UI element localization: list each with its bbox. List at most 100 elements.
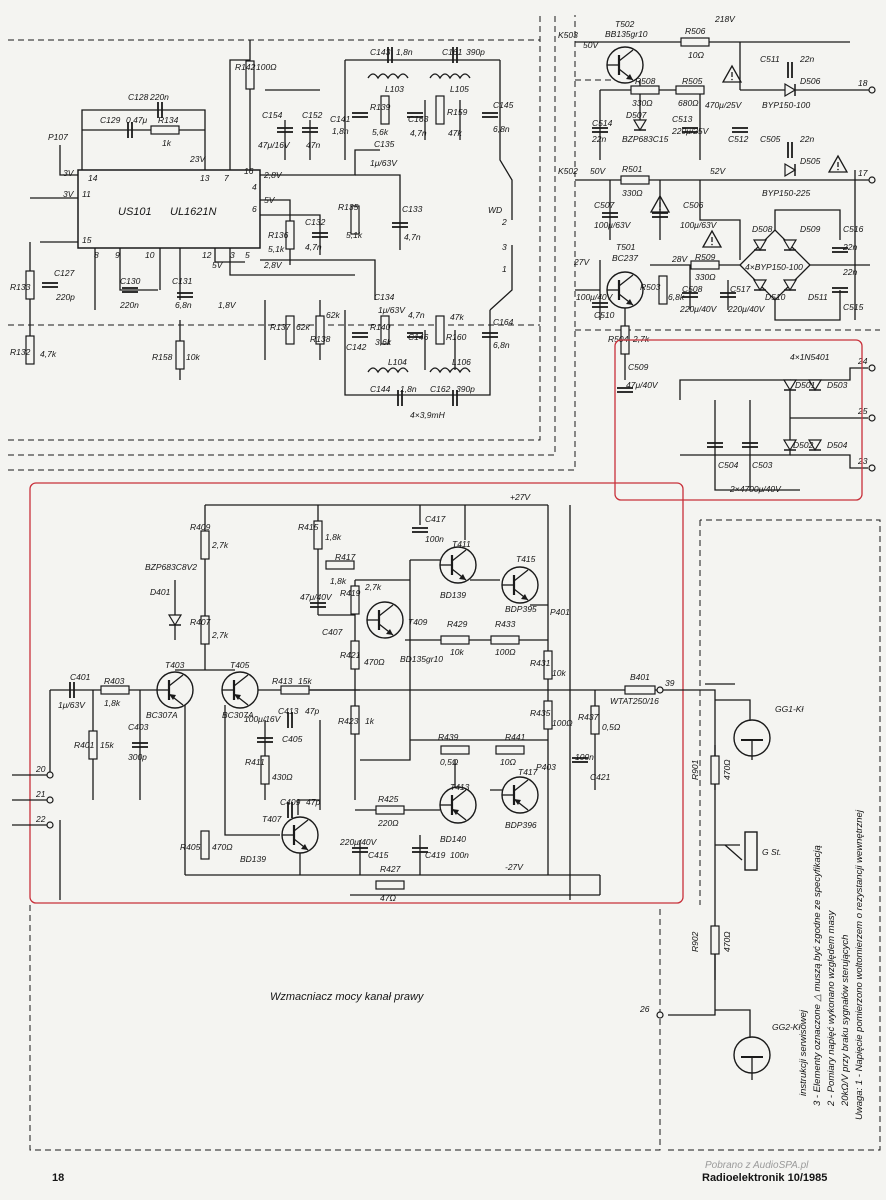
label: 1μ/63V xyxy=(58,700,86,710)
label: 4,7n xyxy=(305,242,322,252)
label: 220n xyxy=(119,300,139,310)
label: C509 xyxy=(628,362,649,372)
chip-ref: US101 xyxy=(118,206,152,218)
label: 0,47μ xyxy=(126,115,148,125)
pin-label: 9 xyxy=(115,250,120,260)
label: R135 xyxy=(338,202,359,212)
label: C142 xyxy=(346,342,367,352)
label: 1,8n xyxy=(396,47,413,57)
label: 470Ω xyxy=(722,759,732,780)
label: C128 xyxy=(128,92,149,102)
label: WTAT250/16 xyxy=(610,696,659,706)
label: 47p xyxy=(306,797,320,807)
label: R423 xyxy=(338,716,359,726)
label: R140 xyxy=(370,322,391,332)
label: C421 xyxy=(590,772,611,782)
pin-label: 11 xyxy=(82,189,91,199)
rail-label: -27V xyxy=(505,862,524,872)
label: R137 xyxy=(270,322,291,332)
label: 4,7n xyxy=(410,128,427,138)
label: D501 xyxy=(795,380,816,390)
label: T417 xyxy=(518,767,538,777)
label: 100n xyxy=(425,534,444,544)
terminal-label: 18 xyxy=(858,78,868,88)
label: C508 xyxy=(682,284,703,294)
label: BC237 xyxy=(612,253,638,263)
label: R902 xyxy=(690,931,700,952)
label: C129 xyxy=(100,115,121,125)
label: C505 xyxy=(760,134,781,144)
label: 4,7n xyxy=(404,232,421,242)
label: C511 xyxy=(760,54,780,64)
voltage-label: 50V xyxy=(583,40,599,50)
terminal-label: 39 xyxy=(665,678,675,688)
label: R405 xyxy=(180,842,201,852)
ic-us101: US101 UL1621N 14 11 13 7 16 4 6 15 8 9 1… xyxy=(77,166,261,260)
label: C131 xyxy=(172,276,193,286)
label: C162 xyxy=(430,384,451,394)
label: BYP150-100 xyxy=(762,100,810,110)
label: C514 xyxy=(592,118,613,128)
voltage-label: 2,8V xyxy=(263,170,283,180)
label: R429 xyxy=(447,619,468,629)
voltage-label: 3V xyxy=(63,189,75,199)
pin-label: 15 xyxy=(82,235,92,245)
label: 100μ/63V xyxy=(680,220,718,230)
label: 47μ/40V xyxy=(300,592,333,602)
note-line: 2 - Pomiary napięć wykonano względem mas… xyxy=(826,909,837,1107)
label: 6,8k xyxy=(668,292,685,302)
label: 100Ω xyxy=(495,647,516,657)
label: C504 xyxy=(718,460,739,470)
label: C510 xyxy=(594,310,615,320)
label: 1,8n xyxy=(332,126,349,136)
terminal-label: K503 xyxy=(558,30,578,40)
label: R417 xyxy=(335,552,356,562)
terminal-label: 21 xyxy=(35,789,46,799)
label: 1,8k xyxy=(104,698,121,708)
terminal-label: 2 xyxy=(501,217,507,227)
label: D509 xyxy=(800,224,821,234)
label: C143 xyxy=(370,47,391,57)
label: 47μ/40V xyxy=(626,380,659,390)
label: 2,7k xyxy=(632,334,650,344)
label: T411 xyxy=(452,539,471,549)
label: GG1-Kł xyxy=(775,704,804,714)
pin-label: 12 xyxy=(202,250,212,260)
label: 680Ω xyxy=(678,98,699,108)
label: C161 xyxy=(442,47,463,57)
terminal-label: 20 xyxy=(35,764,46,774)
highlight-power-amp xyxy=(29,482,684,904)
pin-label: 5 xyxy=(245,250,250,260)
label: C515 xyxy=(843,302,864,312)
label: BD139 xyxy=(240,854,266,864)
label: C401 xyxy=(70,672,91,682)
terminal-label: 22 xyxy=(35,814,46,824)
label: R901 xyxy=(690,759,700,780)
label: C403 xyxy=(128,722,149,732)
voltage-label: 2,8V xyxy=(263,260,283,270)
label: 2,7k xyxy=(364,582,382,592)
rectifier-bank: 4×1N5401 D501 D503 D502 D504 C504 C503 2… xyxy=(679,352,868,494)
page-number: 18 xyxy=(52,1172,65,1184)
chip-part: UL1621N xyxy=(170,206,217,218)
label: R136 xyxy=(268,230,289,240)
power-supply-labels: T502 BB135gr10 K503 50V 218V R506 10Ω R5… xyxy=(558,14,864,390)
label: 390p xyxy=(466,47,485,57)
label: C135 xyxy=(374,139,395,149)
output-section: GG1-Kł GG2-Kł G St. R901 470Ω R902 470Ω … xyxy=(639,683,804,1080)
label: C513 xyxy=(672,114,693,124)
pin-label: 8 xyxy=(94,250,99,260)
terminal-label: 26 xyxy=(639,1004,650,1014)
label: 100μ/63V xyxy=(594,220,632,230)
label: R509 xyxy=(695,252,716,262)
label: 47n xyxy=(306,140,320,150)
label: 470Ω xyxy=(212,842,233,852)
label: 62k xyxy=(326,310,340,320)
label: D505 xyxy=(800,156,821,166)
label: 4,7k xyxy=(40,349,57,359)
label: 300p xyxy=(128,752,147,762)
label: R159 xyxy=(447,107,468,117)
label: R158 xyxy=(152,352,173,362)
label: C152 xyxy=(302,110,323,120)
pin-label: 6 xyxy=(252,204,257,214)
